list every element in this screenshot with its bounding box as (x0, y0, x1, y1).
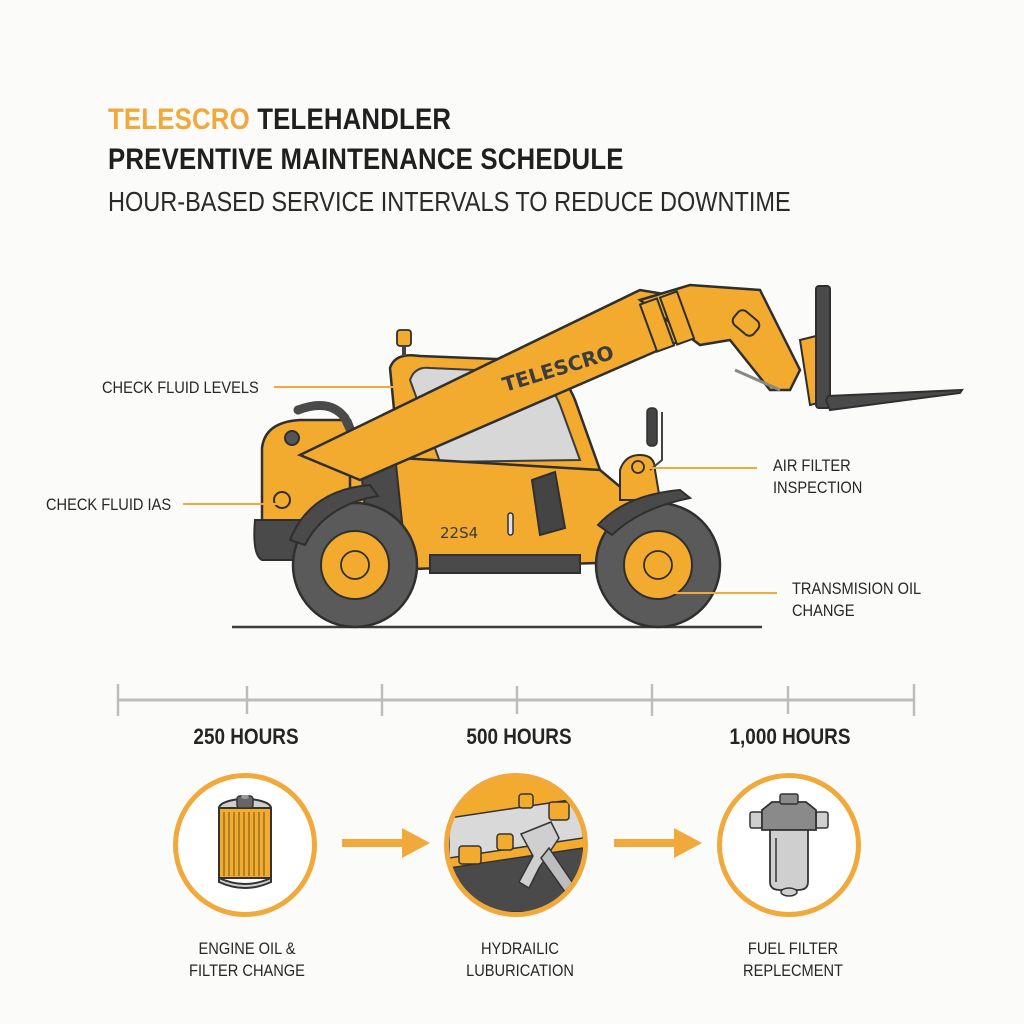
callout-fluid-levels: CHECK FLUID LEVELS (102, 378, 259, 397)
step-label-hydraulic: HYDRAILIC LUBURICATION (425, 938, 614, 982)
interval-250-hours: 250 HOURS (193, 724, 299, 749)
callout-air-filter: AIR FILTER INSPECTION (773, 455, 862, 499)
step-circle-hydraulic (444, 773, 588, 917)
step-circle-fuel-filter (717, 773, 861, 917)
step-label-engine-oil: ENGINE OIL & FILTER CHANGE (152, 938, 341, 982)
step-label-hydraulic-line2: LUBURICATION (466, 961, 574, 980)
step-label-engine-oil-line2: FILTER CHANGE (189, 961, 305, 980)
timeline-ruler (116, 684, 916, 716)
arrow-right-icon-2 (614, 828, 702, 858)
step-label-hydraulic-line1: HYDRAILIC (481, 939, 559, 958)
callout-leader-air-filter (645, 467, 757, 469)
callout-transmission-line1: TRANSMISION OIL (792, 579, 922, 598)
interval-1000-hours: 1,000 HOURS (729, 724, 851, 749)
brand-name: TELESCRO (108, 103, 250, 136)
page-title-line2: PREVENTIVE MAINTENANCE SCHEDULE (108, 143, 624, 176)
interval-500-hours: 500 HOURS (466, 724, 572, 749)
oil-filter-icon (218, 795, 272, 889)
step-label-fuel-filter-line1: FUEL FILTER (747, 939, 839, 958)
page-subtitle: HOUR-BASED SERVICE INTERVALS TO REDUCE D… (108, 186, 791, 217)
callout-leader-transmission (665, 592, 777, 594)
callout-transmission-line2: CHANGE (792, 601, 855, 620)
page-title-line1: TELESCRO TELEHANDLER (108, 103, 451, 137)
step-label-fuel-filter: FUEL FILTER REPLECMENT (698, 938, 887, 982)
arrow-right-icon-1 (342, 828, 430, 858)
step-circle-engine-oil (173, 773, 317, 917)
callout-fluid-ias: CHECK FLUID IAS (46, 495, 172, 514)
title-product: TELEHANDLER (249, 103, 452, 136)
callout-leader-fluid-ias (183, 503, 278, 505)
fuel-filter-icon (749, 793, 829, 897)
model-number: 22S4 (440, 524, 478, 542)
step-label-engine-oil-line1: ENGINE OIL & (198, 939, 296, 958)
callout-transmission: TRANSMISION OIL CHANGE (792, 578, 921, 622)
callout-air-filter-line1: AIR FILTER (773, 456, 851, 475)
callout-air-filter-line2: INSPECTION (773, 478, 863, 497)
callout-leader-fluid-levels (274, 386, 404, 388)
grease-gun-icon (449, 778, 583, 912)
step-label-fuel-filter-line2: REPLECMENT (743, 961, 843, 980)
